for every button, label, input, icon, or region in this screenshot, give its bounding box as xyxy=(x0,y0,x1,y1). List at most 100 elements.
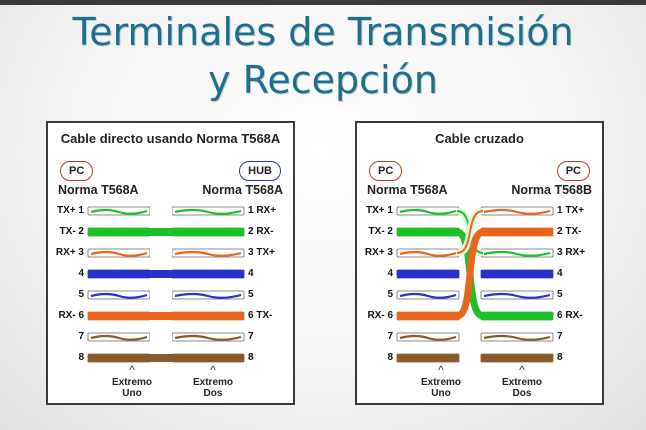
left-pin-label: 4 xyxy=(78,268,84,279)
title-line-1: Terminales de Transmisión xyxy=(72,10,574,54)
left-pin-label: 4 xyxy=(387,268,393,279)
right-wire-7-stripe xyxy=(174,334,242,341)
left-pin-label: RX+ 3 xyxy=(55,247,84,258)
left-wire-8 xyxy=(396,353,460,363)
left-pin-label: 8 xyxy=(78,352,84,363)
link-wire-5 xyxy=(150,291,172,299)
right-pin-label: 8 xyxy=(248,352,254,363)
right-wire-2 xyxy=(480,227,554,237)
link-wire-7 xyxy=(150,333,172,341)
right-device-badge: HUB xyxy=(239,161,281,181)
left-pin-label: 7 xyxy=(78,331,84,342)
right-wire-4 xyxy=(480,269,554,279)
crossover-cable-wires xyxy=(396,206,554,363)
left-wire-4 xyxy=(87,269,151,279)
end-one-caret-icon: ^ xyxy=(438,363,444,377)
left-pin-label: RX+ 3 xyxy=(364,247,393,258)
left-pin-label: TX+ 1 xyxy=(366,205,393,216)
link-wire-4 xyxy=(150,270,172,278)
right-pin-label: 6 RX- xyxy=(557,310,583,321)
end-two-caret-icon: ^ xyxy=(210,363,216,377)
right-pin-label: 2 TX- xyxy=(557,226,582,237)
right-wire-5-stripe xyxy=(174,292,242,299)
left-pin-label: TX- 2 xyxy=(368,226,393,237)
left-wire-1-stripe xyxy=(399,208,457,215)
left-pin-label: RX- 6 xyxy=(367,310,393,321)
right-wire-1-stripe xyxy=(174,208,242,215)
right-pin-label: 4 xyxy=(248,268,254,279)
left-pin-label: 5 xyxy=(78,289,84,300)
top-bar xyxy=(0,0,646,5)
right-norm-label: Norma T568A xyxy=(202,183,283,197)
left-wire-7-stripe xyxy=(399,334,457,341)
left-wire-2 xyxy=(87,227,151,237)
end-one-caret-icon: ^ xyxy=(129,363,135,377)
left-wire-7-stripe xyxy=(90,334,148,341)
left-device-badge: PC xyxy=(60,161,94,181)
right-wire-1-stripe xyxy=(483,208,551,215)
right-pin-label: 5 xyxy=(248,289,254,300)
left-device-badge: PC xyxy=(369,161,403,181)
panel-title: Cable cruzado xyxy=(435,131,524,146)
left-pin-label: 7 xyxy=(387,331,393,342)
left-pin-label: TX- 2 xyxy=(59,226,84,237)
link-wire-2 xyxy=(150,228,172,236)
right-wire-4 xyxy=(171,269,245,279)
left-wire-3-stripe xyxy=(90,250,148,257)
panel-title: Cable directo usando Norma T568A xyxy=(60,131,281,146)
left-pin-label: TX+ 1 xyxy=(57,205,84,216)
right-pin-label: 1 RX+ xyxy=(248,205,277,216)
end-one-label: Extremo Uno xyxy=(111,377,152,399)
left-norm-label: Norma T568A xyxy=(367,183,448,197)
straight-cable-wires xyxy=(87,206,245,363)
left-norm-label: Norma T568A xyxy=(58,183,139,197)
right-pin-label: 6 TX- xyxy=(248,310,273,321)
straight-cable-diagram: Cable directo usando Norma T568A PC HUB … xyxy=(46,121,295,405)
right-wire-3-stripe xyxy=(174,250,242,257)
right-pin-label: 8 xyxy=(557,352,563,363)
end-two-label: Extremo Dos xyxy=(192,377,233,399)
left-wire-1-stripe xyxy=(90,208,148,215)
left-pin-label: RX- 6 xyxy=(58,310,84,321)
end-two-caret-icon: ^ xyxy=(519,363,525,377)
right-wire-6 xyxy=(480,311,554,321)
right-pin-label: 3 TX+ xyxy=(248,247,275,258)
right-device-badge: PC xyxy=(556,161,590,181)
right-wire-7-stripe xyxy=(483,334,551,341)
crossover-cable-diagram: Cable cruzado PC PC Norma T568A Norma T5… xyxy=(355,121,604,405)
right-norm-label: Norma T568B xyxy=(511,183,592,197)
link-wire-1 xyxy=(150,207,172,215)
left-wire-4 xyxy=(396,269,460,279)
right-wire-8 xyxy=(171,353,245,363)
left-wire-5-stripe xyxy=(399,292,457,299)
end-two-label: Extremo Dos xyxy=(501,377,542,399)
right-wire-6 xyxy=(171,311,245,321)
cross-wire-stripe-3 xyxy=(456,210,484,254)
right-pin-label: 2 RX- xyxy=(248,226,274,237)
cross-wire-4 xyxy=(455,228,485,320)
right-pin-label: 7 xyxy=(248,331,254,342)
left-pin-label: 8 xyxy=(387,352,393,363)
right-pin-label: 5 xyxy=(557,289,563,300)
left-wire-3-stripe xyxy=(399,250,457,257)
left-pin-label: 5 xyxy=(387,289,393,300)
right-pin-label: 3 RX+ xyxy=(557,247,586,258)
right-wire-3-stripe xyxy=(483,250,551,257)
left-wire-2 xyxy=(396,227,460,237)
left-wire-5-stripe xyxy=(90,292,148,299)
link-wire-3 xyxy=(150,249,172,257)
title-line-2: y Recepción xyxy=(208,58,438,102)
left-wire-6 xyxy=(396,311,460,321)
right-wire-2 xyxy=(171,227,245,237)
slide-title: Terminales de Transmisión y Recepción xyxy=(0,8,646,104)
right-wire-8 xyxy=(480,353,554,363)
end-one-label: Extremo Uno xyxy=(420,377,461,399)
right-pin-label: 4 xyxy=(557,268,563,279)
right-pin-label: 7 xyxy=(557,331,563,342)
link-wire-6 xyxy=(150,312,172,320)
right-wire-5-stripe xyxy=(483,292,551,299)
link-wire-8 xyxy=(150,354,172,362)
right-pin-label: 1 TX+ xyxy=(557,205,584,216)
left-wire-8 xyxy=(87,353,151,363)
left-wire-6 xyxy=(87,311,151,321)
